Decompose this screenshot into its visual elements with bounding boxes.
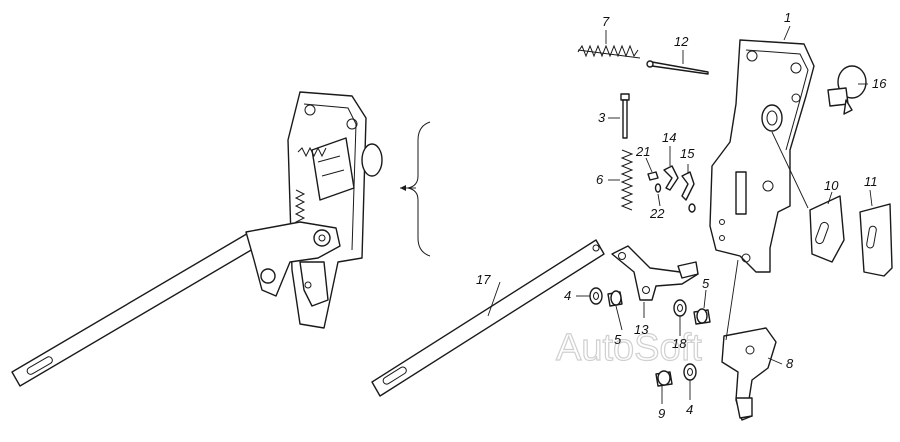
callout-7: 7 xyxy=(602,14,610,29)
part-16-knob xyxy=(827,65,867,115)
callout-1: 1 xyxy=(784,10,791,25)
part-12-pin xyxy=(646,60,709,75)
part-7-spring xyxy=(577,44,641,59)
callout-21: 21 xyxy=(635,144,650,159)
part-21 xyxy=(647,171,659,181)
part-17-rod xyxy=(371,239,605,397)
callout-15: 15 xyxy=(680,146,695,161)
callout-3: 3 xyxy=(598,110,606,125)
small-clips xyxy=(647,165,696,213)
watermark: AutoSoft xyxy=(556,327,702,369)
part-8-latch xyxy=(721,327,777,421)
part-14 xyxy=(663,165,679,191)
callout-12: 12 xyxy=(674,34,689,49)
assembled-knob xyxy=(361,143,383,177)
callout-4-bottom: 4 xyxy=(686,402,693,417)
part-11-plate xyxy=(859,203,893,277)
leader-lines xyxy=(487,25,873,404)
callout-14: 14 xyxy=(662,130,676,145)
part-15 xyxy=(681,171,695,201)
part-6-spring xyxy=(620,149,634,211)
assembled-lock-mechanism xyxy=(11,91,431,387)
callout-labels: 1 3 4 4 5 5 6 7 8 9 10 11 12 13 14 15 16… xyxy=(476,10,887,421)
part-18-washer xyxy=(673,299,687,317)
part-4-washer-top xyxy=(589,287,603,305)
callout-16: 16 xyxy=(872,76,887,91)
callout-8: 8 xyxy=(786,356,794,371)
callout-9: 9 xyxy=(658,406,665,421)
callout-13: 13 xyxy=(634,322,649,337)
callout-6: 6 xyxy=(596,172,604,187)
part-13-lever xyxy=(611,245,699,301)
part-1-main-plate xyxy=(709,39,815,273)
callout-5-right: 5 xyxy=(702,276,710,291)
assembly-bracket xyxy=(407,121,431,257)
callout-18: 18 xyxy=(672,336,687,351)
part-10-cam xyxy=(809,195,845,263)
callout-4-top: 4 xyxy=(564,288,571,303)
callout-10: 10 xyxy=(824,178,839,193)
part-22 xyxy=(654,183,662,193)
callout-17: 17 xyxy=(476,272,491,287)
part-3-screw xyxy=(620,93,630,139)
callout-5-lower: 5 xyxy=(614,332,622,347)
callout-22: 22 xyxy=(649,206,665,221)
fasteners xyxy=(589,287,711,387)
assembled-rod xyxy=(11,231,259,387)
callout-11: 11 xyxy=(864,174,878,189)
